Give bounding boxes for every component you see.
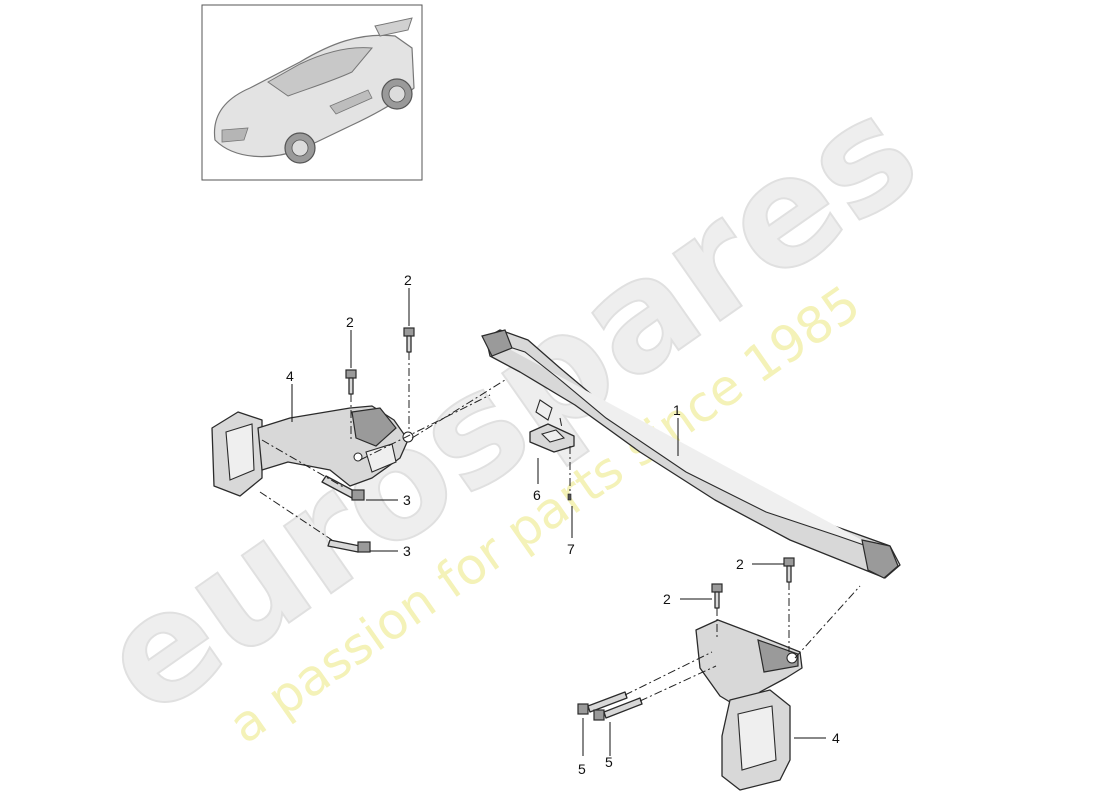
bolt-part-2-c <box>783 557 795 583</box>
bolt-part-2-a <box>403 327 415 353</box>
callout-3-upper: 3 <box>403 492 411 508</box>
callout-5-left: 5 <box>578 761 586 777</box>
sports-coupe-car-icon <box>213 17 415 164</box>
callout-2-right: 2 <box>736 556 744 572</box>
callout-5-right: 5 <box>605 754 613 770</box>
clip-part-7 <box>567 493 572 501</box>
callout-4-upper: 4 <box>286 368 294 384</box>
bolt-part-2-b <box>345 369 357 395</box>
callout-1: 1 <box>673 402 681 418</box>
callout-3-lower: 3 <box>403 543 411 559</box>
callout-2-upper: 2 <box>404 272 412 288</box>
callout-4-lower: 4 <box>832 730 840 746</box>
car-thumbnail <box>201 4 423 181</box>
leader-lines <box>291 288 826 756</box>
bracket-part-4-upper <box>211 405 414 497</box>
callout-7: 7 <box>567 541 575 557</box>
callout-labels: 2 2 4 1 3 3 6 7 2 2 4 5 5 <box>286 272 840 777</box>
cross-member-part-1 <box>481 329 901 579</box>
bolt-part-2-d <box>711 583 723 609</box>
callout-2-lower: 2 <box>663 591 671 607</box>
bolt-part-5-b <box>593 697 643 721</box>
bracket-part-4-lower <box>695 619 803 791</box>
callout-2-left: 2 <box>346 314 354 330</box>
plate-part-6 <box>529 423 575 453</box>
alignment-lines <box>259 352 861 702</box>
bolt-part-3-a <box>321 475 365 501</box>
callout-6: 6 <box>533 487 541 503</box>
bolt-part-3-b <box>327 539 371 553</box>
bolt-part-5-a <box>577 691 628 715</box>
